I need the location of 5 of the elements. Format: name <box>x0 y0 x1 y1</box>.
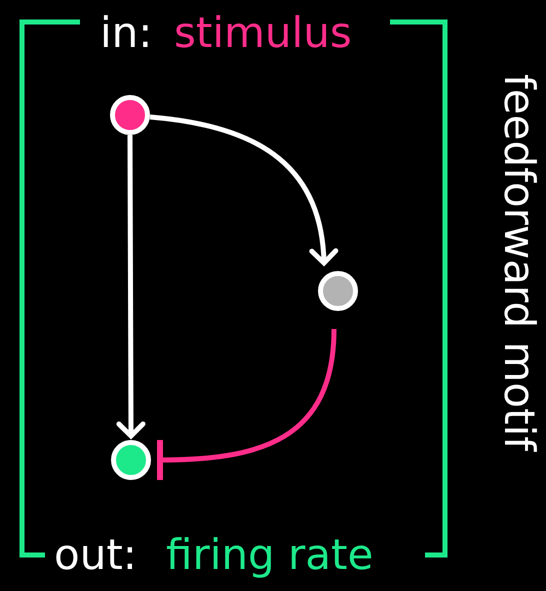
arrow <box>150 114 338 266</box>
neuron-circle <box>111 440 151 480</box>
neuron-circle <box>318 271 358 311</box>
arrow <box>116 135 146 438</box>
neuron-circle <box>110 95 150 135</box>
